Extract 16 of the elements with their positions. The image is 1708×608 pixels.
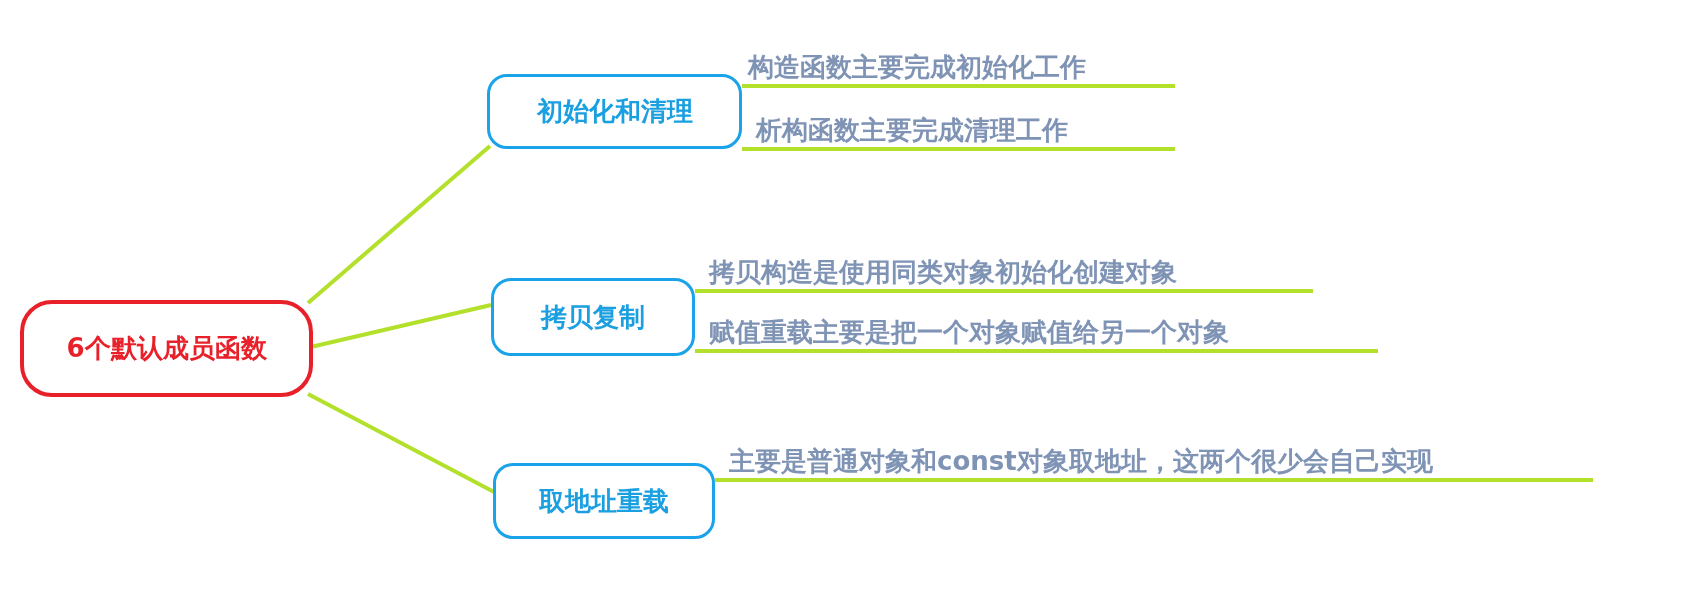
underlined-text: 析构函数主要完成清理工作 (748, 102, 1175, 151)
underlined-text: 构造函数主要完成初始化工作 (748, 38, 1175, 88)
topic-box: 取地址重载 (493, 463, 715, 539)
underline-connector (742, 84, 748, 88)
underline-connector (695, 289, 701, 293)
underline-connector (715, 478, 721, 482)
topic-box: 初始化和清理 (487, 74, 742, 149)
underline-connector (695, 349, 701, 353)
topic-box: 拷贝复制 (491, 278, 695, 356)
underlined-text: 赋值重载主要是把一个对象赋值给另一个对象 (701, 308, 1378, 353)
branch-line (312, 303, 492, 349)
branch-line (306, 144, 492, 305)
root-box: 6个默认成员函数 (20, 300, 313, 397)
underlined-text: 拷贝构造是使用同类对象初始化创建对象 (701, 243, 1313, 293)
underlined-text: 主要是普通对象和const对象取地址，这两个很少会自己实现 (721, 428, 1593, 482)
underline-connector (742, 147, 748, 151)
